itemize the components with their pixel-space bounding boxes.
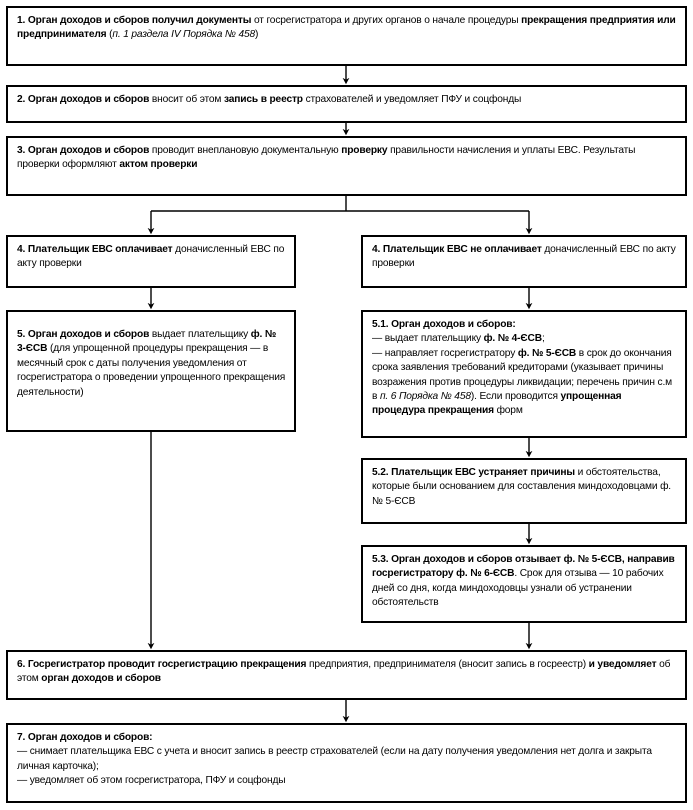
flow-node-2: 2. Орган доходов и сборов вносит об этом… (6, 85, 687, 123)
flow-node-5-1: 5.1. Орган доходов и сборов:— выдает пла… (361, 310, 687, 438)
flow-node-4-not-paid: 4. Плательщик ЕВС не оплачивает доначисл… (361, 235, 687, 288)
flow-node-4-paid: 4. Плательщик ЕВС оплачивает доначисленн… (6, 235, 296, 288)
flow-node-3: 3. Орган доходов и сборов проводит внепл… (6, 136, 687, 196)
flow-node-5-3: 5.3. Орган доходов и сборов отзывает ф. … (361, 545, 687, 623)
flow-node-6: 6. Госрегистратор проводит госрегистраци… (6, 650, 687, 700)
flow-node-1: 1. Орган доходов и сборов получил докуме… (6, 6, 687, 66)
flow-node-5-2: 5.2. Плательщик ЕВС устраняет причины и … (361, 458, 687, 524)
flow-node-5: 5. Орган доходов и сборов выдает платель… (6, 310, 296, 432)
flow-node-7: 7. Орган доходов и сборов:— снимает плат… (6, 723, 687, 803)
